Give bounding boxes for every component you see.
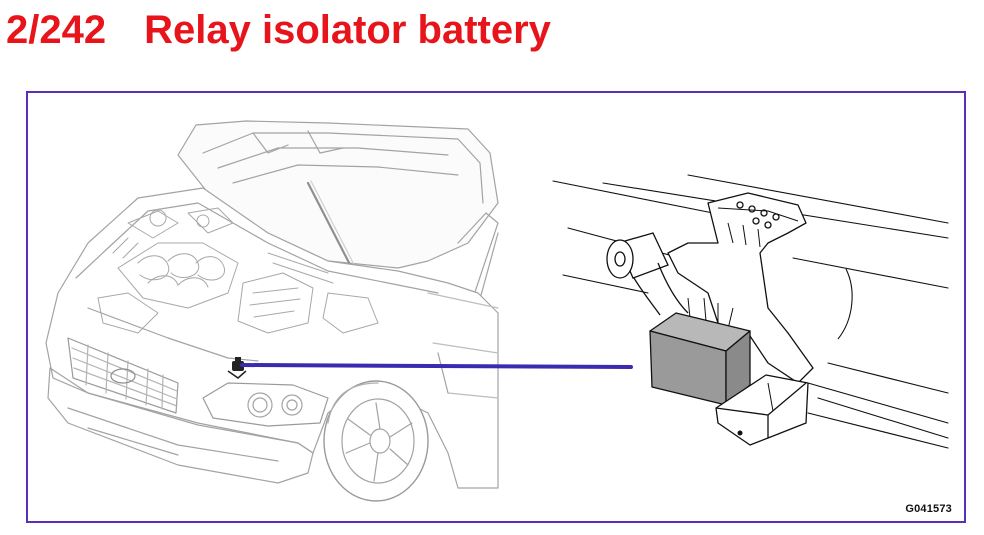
leader-line xyxy=(240,363,633,369)
engine-bay xyxy=(97,207,379,334)
relay-box xyxy=(649,312,751,406)
mounting-bracket xyxy=(667,192,814,384)
relay-holder xyxy=(715,374,809,446)
car-headlight xyxy=(202,382,329,427)
title-number: 2/242 xyxy=(6,8,107,52)
figure-frame: G041573 xyxy=(26,91,966,523)
car-grille xyxy=(67,337,179,414)
relay-wires xyxy=(687,297,734,330)
cable-roll xyxy=(606,232,689,316)
car-drawing xyxy=(45,120,499,502)
illustration xyxy=(45,120,949,502)
detail-curve xyxy=(837,268,853,340)
figure-code: G041573 xyxy=(905,503,952,515)
car-body xyxy=(45,187,499,489)
title-text: Relay isolator battery xyxy=(144,8,551,52)
page-title: 2/242 Relay isolator battery xyxy=(6,4,551,56)
car-wheel xyxy=(323,380,429,502)
